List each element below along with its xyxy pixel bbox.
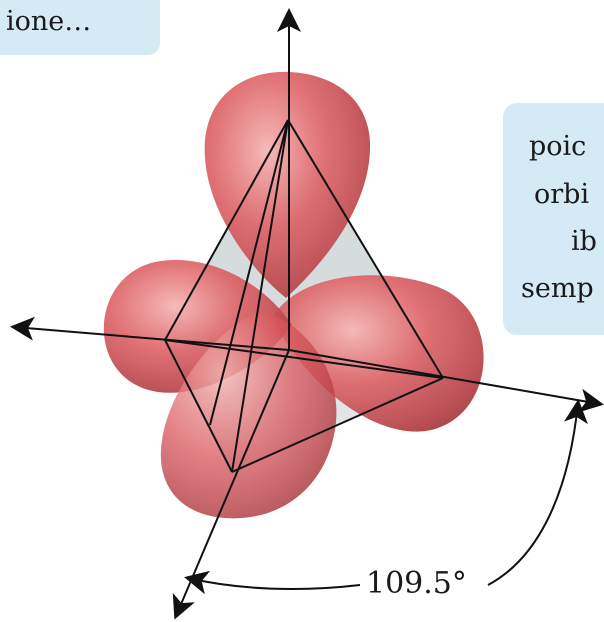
lobe-front (160, 312, 337, 519)
lobe-right (272, 275, 484, 432)
coordinate-axes (10, 8, 604, 620)
right-callout-line-2: orbi (534, 179, 589, 210)
edge-top-front-inner (209, 119, 289, 426)
angle-arc-left (184, 570, 361, 595)
edge-left-front (164, 339, 233, 473)
axis-horizontal-right (288, 349, 604, 413)
edge-left-right (164, 339, 444, 379)
angle-arc-right (487, 399, 588, 586)
bond-angle-indicator: 109.5° (184, 399, 588, 601)
edge-top-right (287, 119, 444, 379)
lobe-top (204, 71, 371, 298)
tetrahedron-edges (164, 119, 444, 473)
edge-right-front (231, 377, 444, 473)
left-callout-box (0, 0, 160, 55)
edge-top-front (231, 119, 289, 473)
right-callout-line-3: ib (571, 226, 597, 257)
right-callout: poic orbi ib semp (503, 103, 604, 335)
edge-top-left (164, 119, 289, 341)
bond-angle-label: 109.5° (366, 566, 467, 601)
right-callout-line-1: poic (529, 131, 586, 162)
orbital-lobes (103, 71, 484, 519)
left-callout: ione… (0, 0, 160, 55)
right-callout-box (503, 103, 604, 335)
axis-horizontal-left (10, 316, 290, 351)
left-callout-text: ione… (6, 6, 91, 37)
right-callout-line-4: semp (521, 273, 594, 304)
